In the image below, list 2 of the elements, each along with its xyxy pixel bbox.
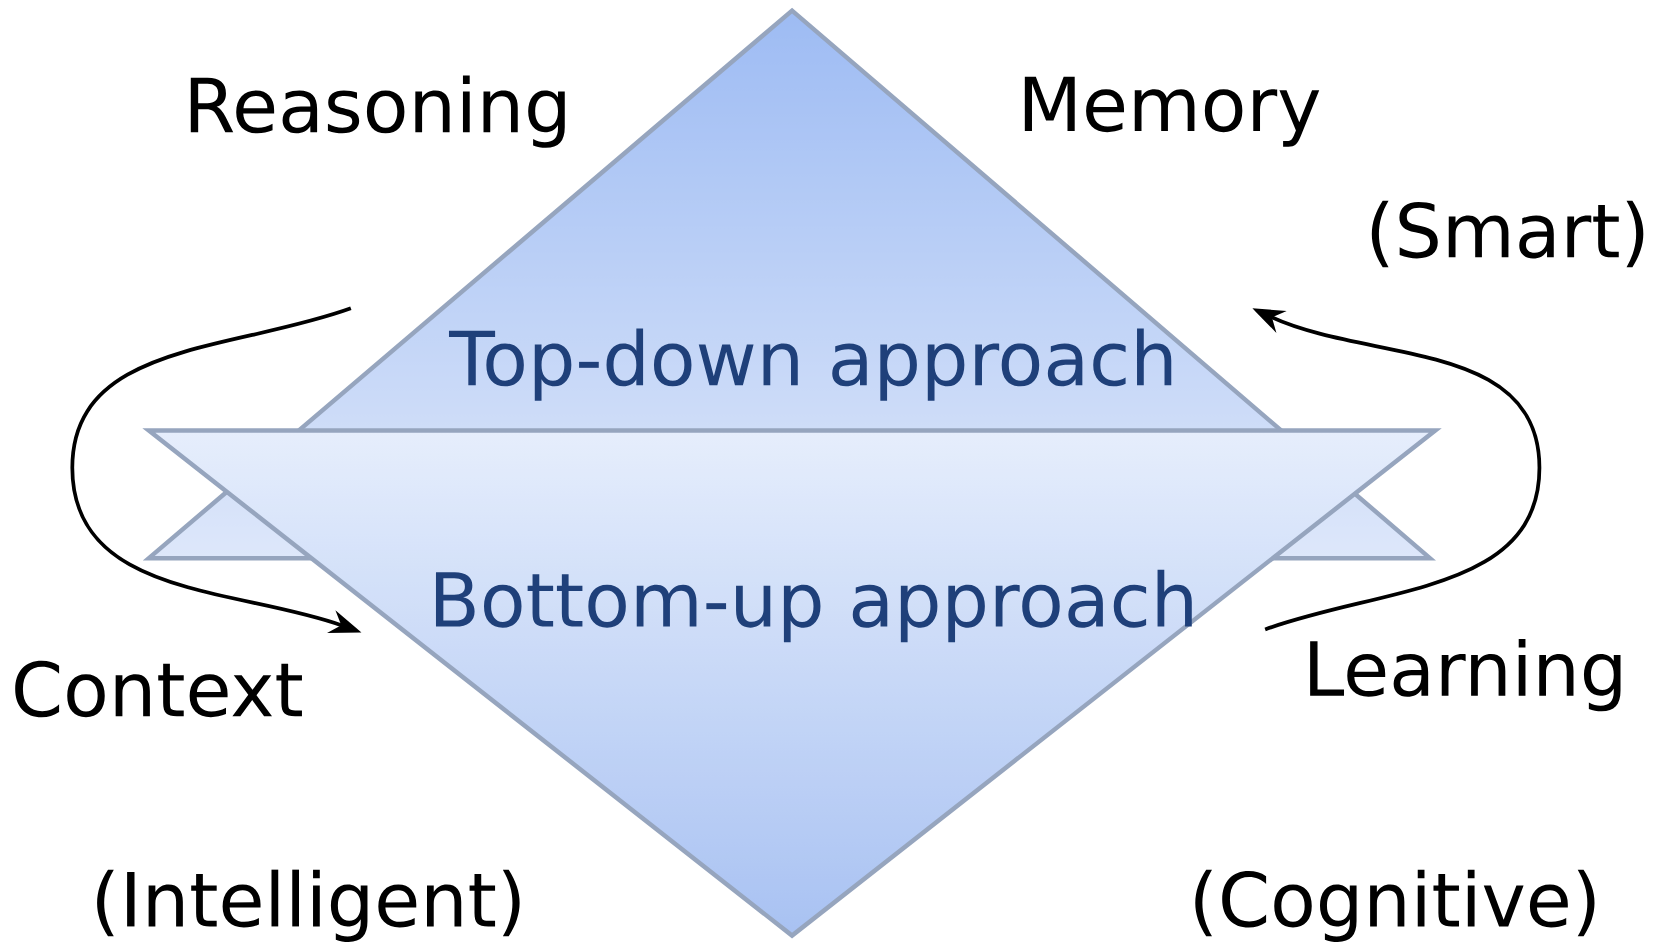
label: Reasoning [190,75,565,148]
label: Memory [1024,76,1320,147]
